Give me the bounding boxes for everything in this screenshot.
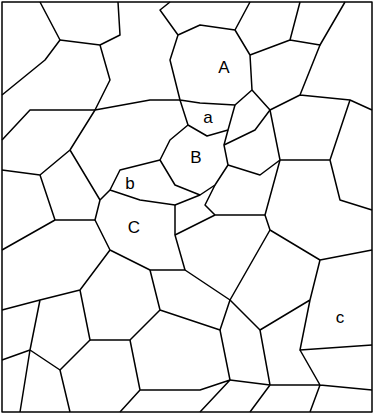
frame (2, 2, 372, 412)
grain-boundary (95, 45, 110, 110)
grain-boundary (20, 330, 372, 412)
grain-boundary (160, 2, 345, 55)
grain-boundary (60, 2, 120, 45)
grain-boundary (60, 330, 230, 412)
grain-boundary (175, 160, 280, 235)
grain-boundary (265, 100, 372, 230)
grain-boundary (180, 100, 235, 136)
grain-boundary (2, 2, 60, 95)
grain-boundary (2, 250, 110, 370)
grain-boundary (110, 160, 200, 205)
grain-boundary (95, 190, 185, 270)
grain-boundary (224, 45, 372, 145)
grain-boundary (170, 25, 252, 105)
grain-letter: B (189, 149, 202, 167)
boundary-letter: b (124, 175, 135, 193)
grain-boundary (160, 125, 228, 195)
grain-boundary (2, 100, 180, 140)
grain-boundary (90, 230, 270, 340)
boundary-letter: c (335, 309, 346, 327)
grain-letter: C (127, 219, 141, 237)
boundary-letter: a (202, 109, 213, 127)
grain-boundary (205, 185, 215, 215)
grain-boundary (2, 110, 100, 250)
grain-letter: A (217, 59, 230, 77)
grain-boundary (230, 230, 372, 350)
